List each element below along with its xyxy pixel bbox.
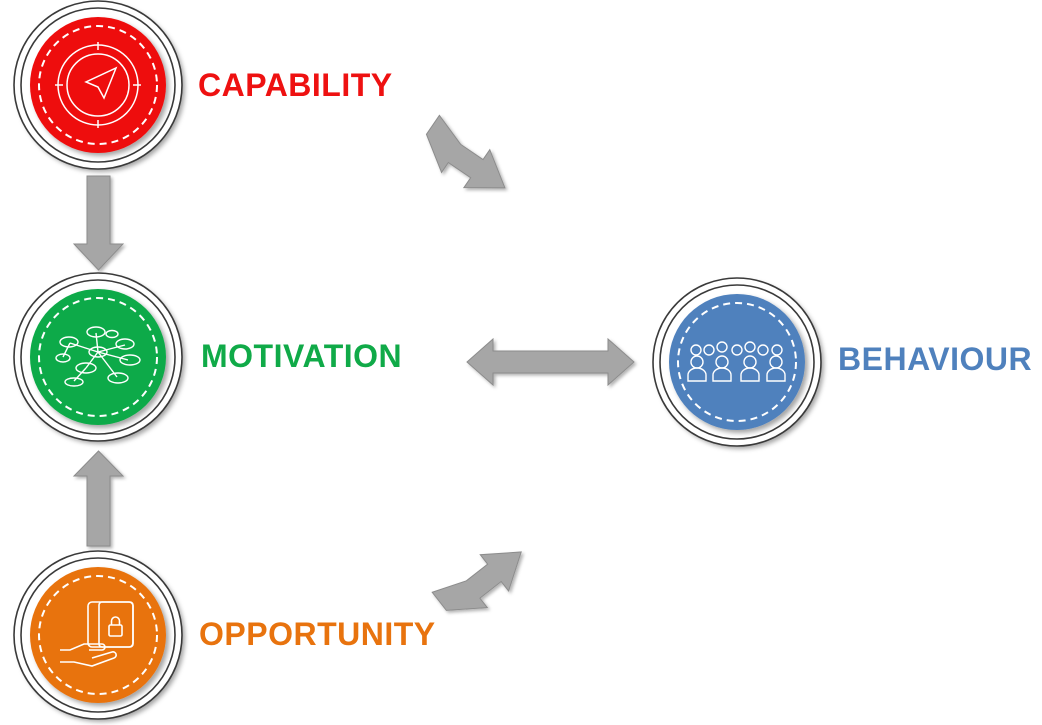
arrow-capability-to-motivation <box>72 175 125 271</box>
arrow-capability-behaviour <box>425 114 506 189</box>
node-disc <box>30 17 166 153</box>
arrows <box>72 114 635 611</box>
node-ring <box>20 7 176 163</box>
label-opportunity: OPPORTUNITY <box>199 616 436 652</box>
node-ring <box>20 557 176 713</box>
node-ring <box>20 279 176 435</box>
node-disc <box>30 567 166 703</box>
node-ring <box>659 284 815 440</box>
node-dashed-ring <box>677 302 797 422</box>
label-capability: CAPABILITY <box>198 67 393 103</box>
arrow-opportunity-behaviour <box>431 551 522 611</box>
node-dashed-ring <box>38 25 158 145</box>
node-ring <box>13 272 183 442</box>
label-behaviour: BEHAVIOUR <box>838 341 1032 377</box>
node-dashed-ring <box>38 297 158 417</box>
node-capability <box>13 0 183 170</box>
arrow-opportunity-to-motivation <box>72 450 125 547</box>
node-dashed-ring <box>38 575 158 695</box>
audience-icon <box>687 341 786 382</box>
hand-lock-icon <box>60 601 134 667</box>
node-ring <box>13 0 183 170</box>
node-ring <box>13 550 183 720</box>
node-behaviour <box>652 277 822 447</box>
node-disc <box>669 294 805 430</box>
node-opportunity <box>13 550 183 720</box>
label-motivation: MOTIVATION <box>201 338 402 374</box>
arrow-motivation-behaviour <box>466 337 635 387</box>
compass-icon <box>55 42 141 128</box>
node-motivation <box>13 272 183 442</box>
node-ring <box>652 277 822 447</box>
mind-map-icon <box>55 326 141 387</box>
